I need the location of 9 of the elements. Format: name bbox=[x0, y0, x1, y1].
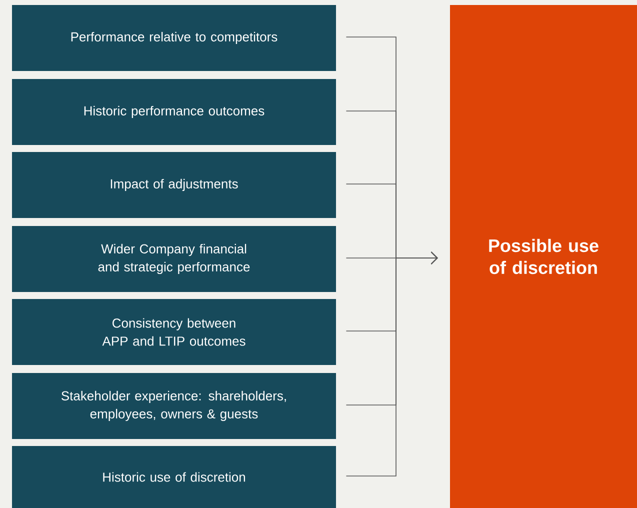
factor-box: Wider Company financial and strategic performance bbox=[12, 226, 336, 292]
factor-box: Impact of adjustments bbox=[12, 152, 336, 218]
factor-box: Consistency between APP and LTIP outcomes bbox=[12, 299, 336, 365]
factor-box: Historic use of discretion bbox=[12, 446, 336, 508]
target-box: Possible use of discretion bbox=[450, 5, 637, 508]
factor-box: Stakeholder experience: shareholders, employees, owners & guests bbox=[12, 372, 336, 439]
factor-box: Historic performance outcomes bbox=[12, 79, 336, 145]
factor-box: Performance relative to competitors bbox=[12, 5, 336, 71]
connector-arrow bbox=[346, 252, 438, 476]
